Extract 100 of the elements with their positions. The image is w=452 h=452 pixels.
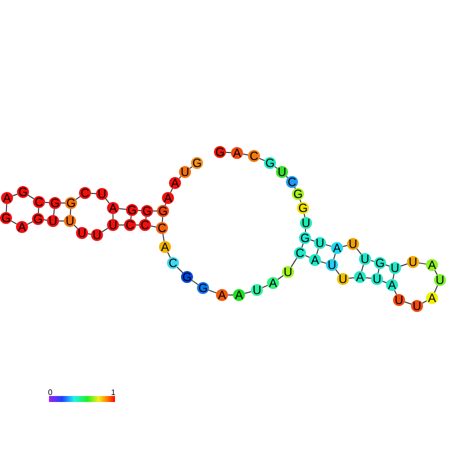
nucleotide-circle: G bbox=[214, 146, 226, 158]
nucleotide-circle: A bbox=[426, 292, 438, 304]
backbone-line bbox=[244, 291, 252, 294]
backbone-line bbox=[90, 192, 96, 194]
nucleotide-circle: A bbox=[267, 277, 279, 289]
nucleotide-circle: U bbox=[326, 259, 338, 271]
backbone-line bbox=[277, 275, 284, 280]
backbone-line bbox=[400, 263, 408, 267]
nucleotide-circle: U bbox=[389, 262, 401, 274]
backbone-line bbox=[105, 198, 110, 204]
nucleotide-circle: C bbox=[286, 176, 298, 188]
backbone-line bbox=[136, 224, 140, 226]
backbone-line bbox=[356, 248, 362, 255]
backbone-line bbox=[378, 268, 380, 274]
backbone-line bbox=[70, 208, 72, 216]
nucleotide-circle: U bbox=[359, 253, 371, 265]
nucleotide-circle: U bbox=[411, 300, 423, 312]
nucleotide-circle: U bbox=[407, 256, 419, 268]
nucleotide-circle: U bbox=[276, 166, 288, 178]
backbone-line bbox=[404, 301, 412, 305]
nucleotide-circle: A bbox=[354, 271, 366, 283]
backbone-line bbox=[226, 152, 232, 154]
backbone-line bbox=[242, 154, 249, 156]
nucleotide-circle: A bbox=[233, 289, 245, 301]
nucleotide-circle: U bbox=[96, 188, 108, 200]
nucleotide-circle: U bbox=[314, 237, 326, 249]
nucleotide-circle: A bbox=[162, 192, 174, 204]
nucleotide-circle: G bbox=[191, 157, 203, 169]
nucleotide-circle: A bbox=[169, 177, 181, 189]
backbone-line bbox=[290, 258, 298, 268]
nucleotide-circle: G bbox=[157, 205, 169, 217]
backbone-line bbox=[262, 284, 268, 288]
backbone-line bbox=[434, 284, 438, 294]
nucleotide-circle: G bbox=[264, 157, 276, 169]
nucleotide-circle: A bbox=[107, 202, 119, 214]
backbone-line bbox=[316, 248, 319, 255]
backbone-line bbox=[87, 233, 92, 235]
nucleotide-circle: A bbox=[426, 259, 438, 271]
nucleotide-circle: A bbox=[231, 147, 243, 159]
nucleotide-circle: A bbox=[159, 241, 171, 253]
nucleotide-circle: U bbox=[337, 273, 349, 285]
backbone-line bbox=[365, 277, 372, 279]
nucleotide-circle: C bbox=[139, 219, 151, 231]
nucleotide-circle: A bbox=[386, 279, 398, 291]
backbone-line bbox=[118, 224, 124, 226]
nucleotide-circle: G bbox=[49, 197, 61, 209]
nucleotide-circle: G bbox=[297, 202, 309, 214]
nucleotide-circle: A bbox=[1, 192, 13, 204]
nucleotide-circle: A bbox=[216, 289, 228, 301]
nucleotide-circle: C bbox=[156, 222, 168, 234]
scale-label: 1 bbox=[111, 388, 116, 397]
nucleotide-circle: G bbox=[65, 197, 77, 209]
scale-label: 0 bbox=[48, 388, 52, 397]
backbone-line bbox=[162, 216, 164, 222]
backbone-line bbox=[361, 264, 364, 272]
nucleotide-circle: G bbox=[17, 186, 29, 198]
backbone-line bbox=[137, 210, 142, 212]
backbone-line bbox=[348, 277, 355, 279]
backbone-line bbox=[44, 202, 50, 204]
backbone-line bbox=[150, 226, 157, 228]
nucleotide-circle: C bbox=[167, 257, 179, 269]
nucleotide-circle: C bbox=[79, 187, 91, 199]
backbone-line bbox=[392, 273, 394, 280]
backbone-line bbox=[38, 208, 40, 214]
nucleotide-circle: U bbox=[64, 215, 76, 227]
nucleotide-circle: U bbox=[347, 238, 359, 250]
nucleotide-circle: U bbox=[300, 217, 312, 229]
nucleotide-circle: U bbox=[251, 284, 263, 296]
backbone-line bbox=[152, 210, 158, 212]
nucleotide-circle: U bbox=[179, 166, 191, 178]
nucleotide-circle: G bbox=[197, 282, 209, 294]
nucleotide-circle: U bbox=[371, 273, 383, 285]
nucleotide-circle: U bbox=[91, 229, 103, 241]
backbone-line bbox=[208, 290, 217, 294]
backbone-line bbox=[310, 239, 315, 242]
backbone-line bbox=[385, 264, 390, 267]
nucleotide-circle: G bbox=[181, 271, 193, 283]
nucleotide-circle: G bbox=[299, 232, 311, 244]
backbone-line bbox=[304, 213, 306, 218]
backbone-line bbox=[418, 262, 427, 265]
backbone-line bbox=[335, 269, 340, 275]
nucleotide-circle: C bbox=[294, 247, 306, 259]
nucleotide-circle: U bbox=[107, 219, 119, 231]
nucleotide-circle: U bbox=[47, 215, 59, 227]
backbone-line bbox=[228, 294, 234, 296]
backbone-line bbox=[58, 220, 64, 222]
backbone-line bbox=[43, 219, 48, 221]
backbone-line bbox=[162, 233, 165, 242]
nucleotide-circle: G bbox=[292, 188, 304, 200]
nucleotide-circle: C bbox=[248, 150, 260, 162]
backbone-line bbox=[60, 202, 66, 204]
backbone-line bbox=[164, 203, 166, 206]
nucleotide-circle: U bbox=[434, 274, 446, 286]
nucleotide-circle: U bbox=[393, 294, 405, 306]
nucleotide-circle: C bbox=[124, 219, 136, 231]
backbone-line bbox=[118, 208, 127, 210]
backbone-line bbox=[112, 214, 114, 220]
backbone-line bbox=[178, 176, 182, 180]
nucleotide-circle: G bbox=[0, 212, 12, 224]
nucleotide-circle: A bbox=[16, 221, 28, 233]
